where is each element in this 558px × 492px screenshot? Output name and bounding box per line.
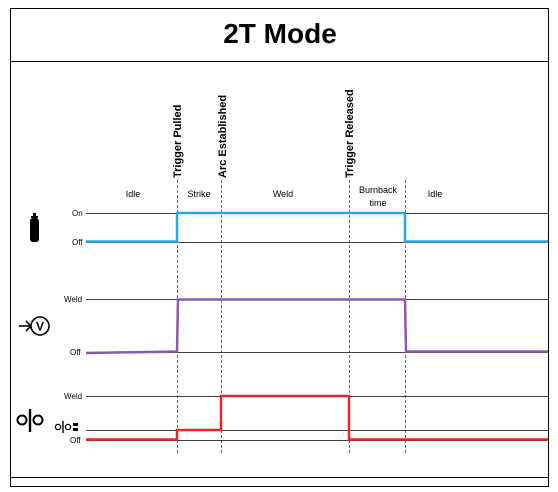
gas-waveform: [86, 211, 548, 243]
outer-border: [10, 8, 549, 487]
gas-cylinder-icon: [30, 213, 39, 242]
event-trigger-pulled: Trigger Pulled: [172, 105, 184, 178]
page-title: 2T Mode: [223, 18, 337, 49]
phase-idle-end: Idle: [428, 189, 443, 199]
phase-idle-start: Idle: [126, 189, 141, 199]
phase-burnback-line1: Burnback: [359, 185, 398, 195]
gas-on-label: On: [72, 209, 83, 218]
voltage-weld-label: Weld: [64, 295, 82, 304]
phase-burnback-line2: time: [369, 198, 386, 208]
wire-off-label: Off: [70, 436, 81, 445]
gas-off-label: Off: [72, 238, 83, 247]
wire-weld-label: Weld: [64, 392, 82, 401]
voltage-icon: V: [19, 316, 50, 336]
svg-text:V: V: [36, 320, 44, 334]
wire-feed-icon: [16, 409, 78, 433]
voltage-waveform: [85, 298, 548, 355]
phase-strike: Strike: [187, 189, 210, 199]
event-arc-established: Arc Established: [217, 95, 229, 178]
wire-feed-waveform: [86, 394, 548, 441]
event-trigger-released: Trigger Released: [344, 89, 356, 178]
phase-weld: Weld: [273, 189, 293, 199]
voltage-off-label: Off: [70, 348, 81, 357]
